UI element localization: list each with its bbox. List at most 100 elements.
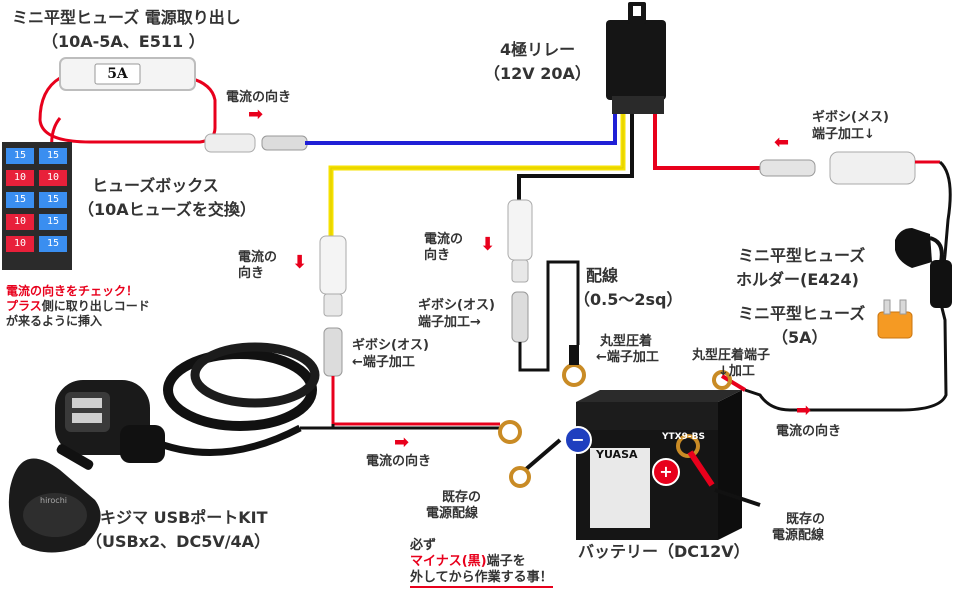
usb-kit-brand: hirochi (40, 496, 67, 505)
wire-yellow-edge (330, 112, 624, 236)
warning-em: マイナス(黒) (410, 554, 487, 569)
mini-fuse-line2: （5A） (772, 328, 828, 347)
usb-cap-inner (23, 493, 87, 537)
current-label-left-1: 電流の (238, 250, 278, 265)
connector-male-left-1: ギボシ(オス) (352, 338, 429, 353)
left-red-wire (331, 376, 500, 426)
arrow-down-icon: ⬇ (480, 234, 496, 255)
mid-female-connector (507, 199, 533, 261)
fuse-box-slots: 15 10 15 10 10 15 10 15 15 15 (6, 148, 68, 266)
warning-note: 必ず マイナス(黒)端子を 外してから作業する事！ (410, 538, 553, 588)
battery-top (576, 402, 718, 432)
existing-wiring-right-1: 既存の (786, 512, 826, 527)
mid-black-loop (518, 260, 580, 372)
battery-lid (576, 390, 742, 402)
arrow-left-icon: ⬅ (774, 132, 790, 153)
fuse-tap-spec: （10A-5A、E511 ） (42, 32, 205, 51)
fuse-slot: 15 (6, 192, 34, 208)
existing-wire-left (523, 438, 562, 472)
arrow-right-icon: ➡ (248, 104, 264, 125)
fuse-slot: 15 (6, 148, 34, 164)
right-black-cable (744, 160, 952, 412)
right-male-connector (759, 159, 816, 177)
fuse-slot: 10 (39, 170, 67, 186)
usb-coil-2 (190, 342, 320, 408)
relay-body (606, 20, 666, 100)
wiring-title: 配線 (586, 266, 619, 285)
fuse-holder-body (930, 260, 952, 308)
connector-male-left-2: ←端子加工 (352, 355, 415, 370)
battery-minus-icon: − (571, 430, 585, 449)
battery-ring-right (676, 434, 700, 458)
right-female-connector (829, 151, 916, 185)
wiring-spec: （0.5～2sq） (574, 290, 683, 309)
ring-terminal-mid-1: 丸型圧着 (600, 334, 653, 349)
usb-kit-line1: キジマ USBポートKIT (100, 508, 268, 527)
battery-brand: YUASA (596, 448, 638, 461)
wire-black-relay (517, 112, 634, 200)
existing-wire-right (714, 488, 761, 507)
fuse-slot: 10 (6, 236, 34, 252)
fuse-holder-line2: ホルダー(E424) (736, 270, 859, 289)
connector-male-mid-2: 端子加工→ (418, 315, 481, 330)
fuse-box-spec: （10Aヒューズを交換） (78, 200, 256, 219)
warning-line1: 必ず (410, 538, 437, 553)
current-label-top: 電流の向き (226, 90, 292, 105)
battery-side (718, 390, 742, 540)
fuse-holder-line1: ミニ平型ヒューズ (738, 246, 866, 265)
mid-ring-neck (569, 345, 579, 365)
mini-fuse-body (877, 311, 913, 339)
current-label-mid-1: 電流の (424, 232, 464, 247)
existing-ring-left (509, 466, 531, 488)
right-red-terminal-lead (720, 374, 747, 392)
fuse-holder-cap (895, 228, 932, 268)
usb-clamp (120, 425, 165, 463)
ring-terminal-right-2: ↓加工 (718, 364, 755, 379)
battery-title: バッテリー（DC12V） (578, 542, 750, 561)
arrow-down-icon: ⬇ (292, 252, 308, 273)
current-label-right: 電流の向き (776, 424, 842, 439)
mid-ring-terminal (562, 363, 586, 387)
battery (576, 390, 742, 540)
usb-coil-1 (163, 349, 317, 431)
usb-port-2 (72, 413, 102, 423)
right-ring-terminal (712, 370, 732, 390)
fuse-tap-fuse-label: 5A (107, 66, 128, 82)
warning-line2: マイナス(黒)端子を (410, 554, 553, 570)
existing-wiring-left-1: 既存の (442, 490, 482, 505)
mini-fuse-leg-2 (899, 299, 907, 315)
mini-fuse-leg-1 (883, 299, 891, 315)
battery-red-lead (687, 450, 715, 487)
battery-plus-badge (652, 458, 680, 486)
relay-tab-hole (633, 6, 641, 16)
relay-base (612, 96, 664, 114)
fuse-box-note-em: プラス (6, 299, 42, 313)
warning-line3: 外してから作業する事！ (410, 570, 553, 588)
arrow-right-icon: ➡ (796, 400, 812, 421)
fuse-box-note-line2: プラス側に取り出しコード (6, 299, 150, 314)
warning-rest: 端子を (486, 554, 526, 569)
relay-spec: （12V 20A） (484, 64, 591, 83)
usb-cap-strap (56, 444, 94, 470)
fuse-box-title: ヒューズボックス (92, 176, 219, 195)
ring-terminal-right-1: 丸型圧着端子 (692, 348, 771, 363)
left-male-connector (323, 327, 343, 377)
fuse-tap-connector (204, 133, 256, 153)
wire-red-relay (653, 112, 760, 170)
usb-cable (148, 424, 302, 456)
battery-model: YTX9-BS (662, 432, 705, 442)
fuse-holder-strap (929, 236, 944, 263)
fuse-box-note-line3: が来るように挿入 (6, 314, 103, 328)
fuse-tap-red-loop (38, 76, 217, 144)
fuse-slot: 10 (6, 214, 34, 230)
arrow-right-icon: ➡ (394, 432, 410, 453)
connector-female-1: ギボシ(メス) (812, 110, 889, 125)
current-label-mid-2: 向き (424, 248, 451, 263)
fuse-box-note-line1: 電流の向きをチェック！ (6, 284, 139, 298)
relay-title: 4極リレー (500, 40, 576, 59)
mid-female-tail (511, 259, 529, 283)
battery-minus-badge (564, 426, 592, 454)
connector-female-2: 端子加工↓ (812, 127, 875, 142)
